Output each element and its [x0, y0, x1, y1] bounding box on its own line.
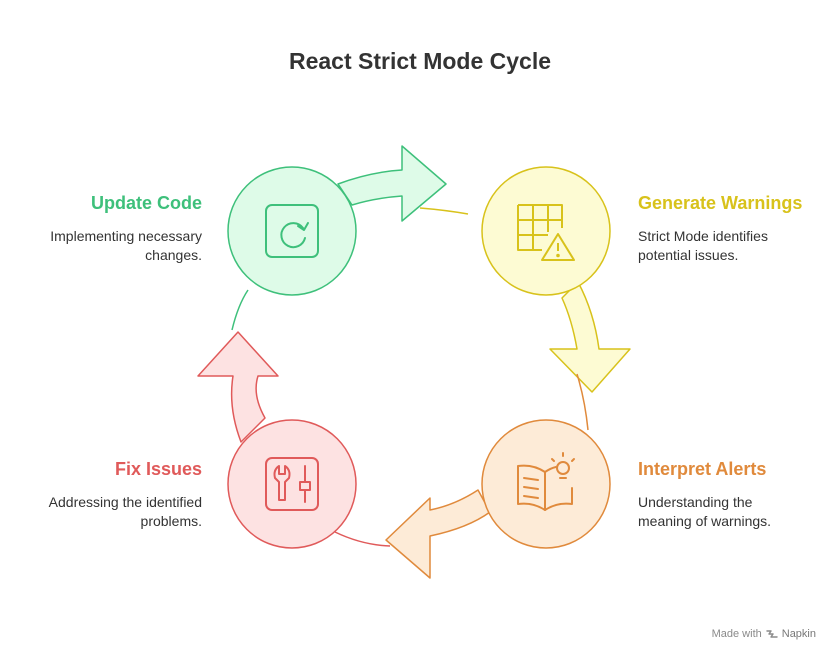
tools-icon	[265, 457, 319, 511]
desc-interpret-alerts-line2: meaning of warnings.	[638, 513, 772, 529]
connector-red	[334, 531, 391, 547]
desc-fix-issues-line2: problems.	[140, 513, 202, 529]
arrow-interpret-to-fix	[385, 489, 491, 579]
circle-generate-warnings	[481, 166, 611, 296]
heading-interpret-alerts: Interpret Alerts	[638, 459, 767, 479]
desc-update-code: Implementing necessary changes.	[50, 227, 202, 265]
footer-brand: Napkin	[781, 628, 816, 640]
desc-interpret-alerts-line1: Understanding the	[638, 494, 753, 510]
desc-fix-issues-line1: Addressing the identified	[48, 494, 202, 510]
footer-made-with: Made with	[711, 628, 762, 640]
footer-credit: Made with Napkin	[712, 628, 816, 640]
connector-orange	[576, 373, 589, 431]
arrow-fix-to-update	[197, 331, 279, 443]
desc-generate-warnings-line2: potential issues.	[638, 247, 739, 263]
desc-update-code-line2: changes.	[145, 247, 202, 263]
page-title: React Strict Mode Cycle	[288, 48, 552, 74]
refresh-icon	[265, 204, 319, 258]
connector-green	[231, 289, 249, 331]
connector-yellow	[419, 207, 469, 215]
heading-generate-warnings: Generate Warnings	[638, 193, 803, 213]
circle-update-code	[227, 166, 357, 296]
arrow-update-to-generate	[337, 145, 447, 222]
heading-fix-issues: Fix Issues	[114, 459, 202, 479]
desc-generate-warnings: Strict Mode identifies potential issues.	[638, 227, 768, 265]
circle-fix-issues	[227, 419, 357, 549]
grid-warning-icon	[517, 204, 575, 261]
heading-update-code: Update Code	[90, 193, 202, 213]
desc-generate-warnings-line1: Strict Mode identifies	[638, 228, 768, 244]
desc-interpret-alerts: Understanding the meaning of warnings.	[638, 493, 771, 531]
desc-update-code-line1: Implementing necessary	[50, 228, 202, 244]
desc-fix-issues: Addressing the identified problems.	[49, 493, 202, 531]
book-lightbulb-icon	[517, 452, 575, 511]
napkin-logo-icon	[766, 630, 778, 638]
arrow-generate-to-interpret	[549, 281, 631, 393]
